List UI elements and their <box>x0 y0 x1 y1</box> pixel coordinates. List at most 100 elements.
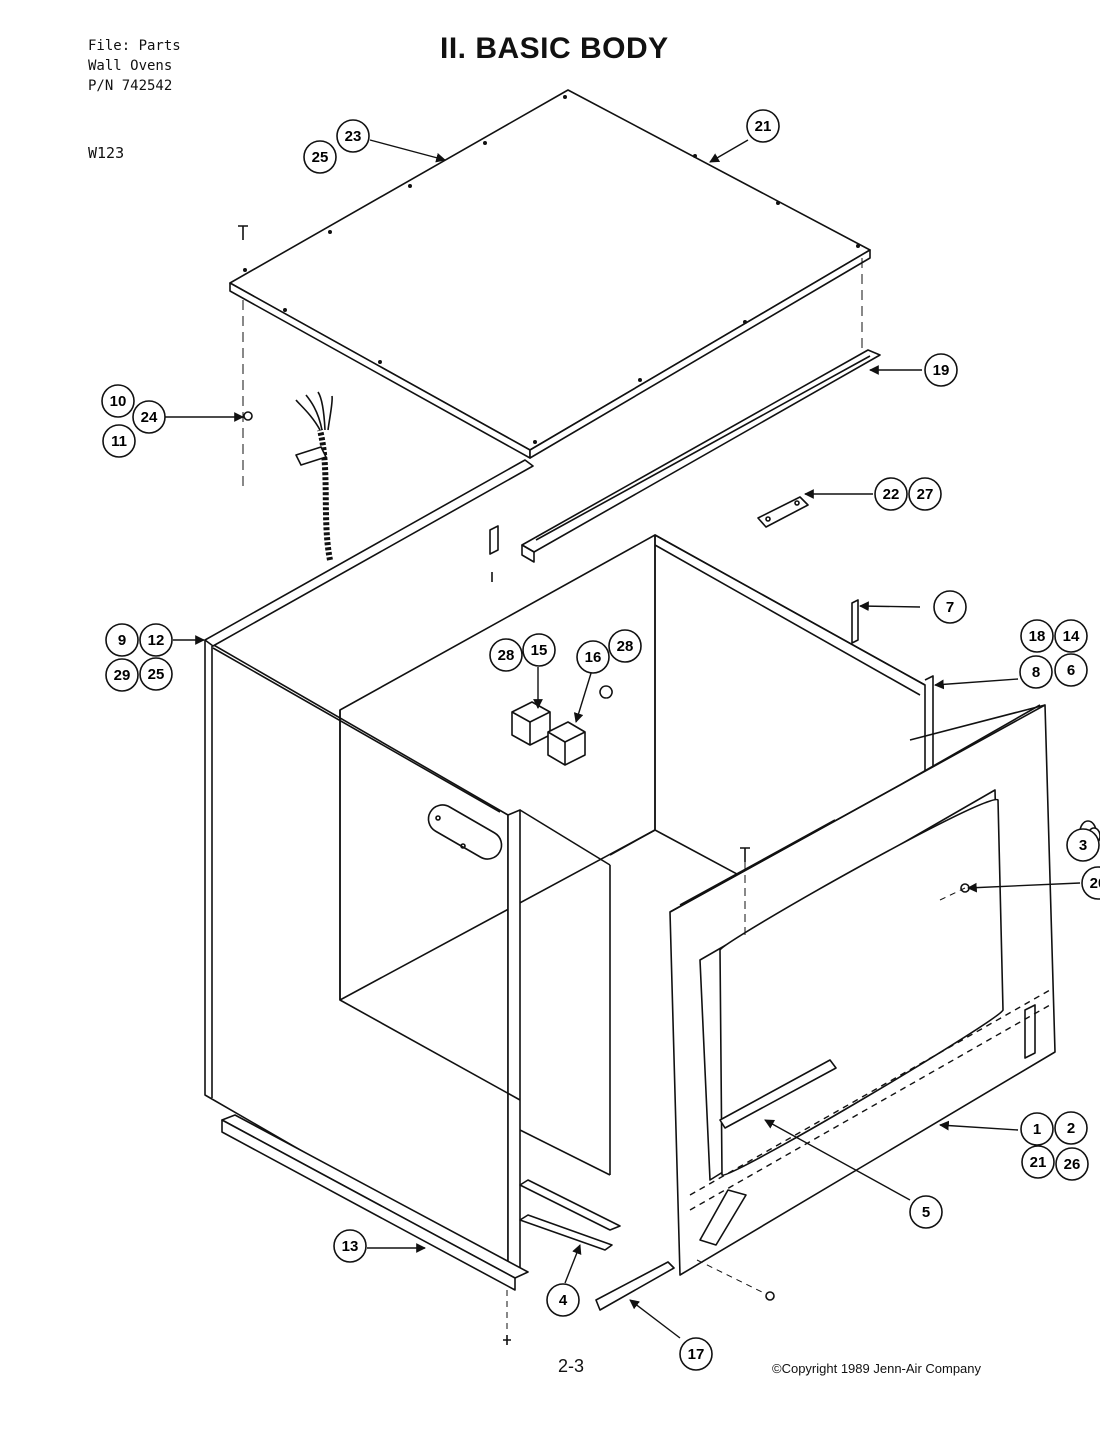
callout-3: 3 <box>1066 828 1100 862</box>
callout-16: 16 <box>576 640 610 674</box>
file-line: File: Parts <box>88 38 181 54</box>
callout-circle <box>546 1283 580 1317</box>
callout-label: 7 <box>946 599 954 616</box>
copyright-notice: ©Copyright 1989 Jenn-Air Company <box>772 1361 982 1376</box>
callout-9: 9 <box>105 623 139 657</box>
bracket <box>757 496 809 528</box>
callout-6: 6 <box>1054 653 1088 687</box>
page-number: 2-3 <box>558 1356 585 1376</box>
callout-label: 15 <box>531 642 548 659</box>
callout-circle <box>576 640 610 674</box>
callout-21: 21 <box>1021 1145 1055 1179</box>
callout-label: 17 <box>688 1346 705 1363</box>
callout-label: 28 <box>498 647 515 664</box>
callout-28: 28 <box>608 629 642 663</box>
callout-29: 29 <box>105 658 139 692</box>
model-number: W123 <box>88 144 125 162</box>
callout-circle <box>908 477 942 511</box>
callout-circle <box>303 140 337 174</box>
callout-label: 2 <box>1067 1120 1075 1137</box>
callout-label: 28 <box>617 638 634 655</box>
callout-circle <box>132 400 166 434</box>
callout-label: 26 <box>1064 1156 1081 1173</box>
callout-circle <box>1054 653 1088 687</box>
top-screw <box>238 225 248 240</box>
callout-25: 25 <box>139 657 173 691</box>
callout-18: 18 <box>1020 619 1054 653</box>
product-line: Wall Ovens <box>88 58 173 74</box>
callout-label: 22 <box>883 486 900 503</box>
callout-label: 29 <box>114 667 131 684</box>
callout-24: 24 <box>132 400 166 434</box>
leader-lines <box>165 139 1086 1339</box>
callout-label: 14 <box>1063 628 1080 645</box>
callout-1: 1 <box>1020 1112 1054 1146</box>
callout-23: 23 <box>336 119 370 153</box>
callout-7: 7 <box>933 590 967 624</box>
callout-label: 18 <box>1029 628 1046 645</box>
callout-label: 21 <box>1030 1154 1047 1171</box>
callout-circle <box>105 658 139 692</box>
callout-circle <box>874 477 908 511</box>
callout-label: 16 <box>585 649 602 666</box>
callout-circle <box>933 590 967 624</box>
callout-circle <box>746 109 780 143</box>
callout-label: 5 <box>922 1204 930 1221</box>
callout-circle <box>101 384 135 418</box>
callout-circle <box>924 353 958 387</box>
callout-label: 10 <box>110 393 127 410</box>
callout-circle <box>1055 1147 1089 1181</box>
part-number-line: P/N 742542 <box>88 78 173 94</box>
callout-label: 3 <box>1079 837 1087 854</box>
page-title: II. BASIC BODY <box>440 32 669 65</box>
bottom-rails <box>221 1059 837 1311</box>
callout-label: 8 <box>1032 664 1040 681</box>
callout-label: 24 <box>141 409 158 426</box>
callout-label: 25 <box>312 149 329 166</box>
callout-circle <box>102 424 136 458</box>
callout-19: 19 <box>924 353 958 387</box>
callout-10: 10 <box>101 384 135 418</box>
callout-12: 12 <box>139 623 173 657</box>
callout-circle <box>1081 866 1100 900</box>
callout-label: 27 <box>917 486 934 503</box>
fastener <box>243 411 253 421</box>
callout-circle <box>1020 619 1054 653</box>
callout-8: 8 <box>1019 655 1053 689</box>
callout-label: 21 <box>755 118 772 135</box>
callout-circle <box>105 623 139 657</box>
callout-circle <box>1020 1112 1054 1146</box>
callout-label: 19 <box>933 362 950 379</box>
callout-circle <box>1019 655 1053 689</box>
callout-circle <box>679 1337 713 1371</box>
callout-14: 14 <box>1054 619 1088 653</box>
callout-label: 11 <box>111 433 127 450</box>
callout-13: 13 <box>333 1229 367 1263</box>
callout-circle <box>1054 1111 1088 1145</box>
callout-4: 4 <box>546 1283 580 1317</box>
callout-circle <box>1021 1145 1055 1179</box>
callout-circle <box>608 629 642 663</box>
callout-circle <box>522 633 556 667</box>
callout-label: 25 <box>148 666 165 683</box>
top-panel <box>229 89 871 459</box>
callout-2: 2 <box>1054 1111 1088 1145</box>
callout-5: 5 <box>909 1195 943 1229</box>
callout-21: 21 <box>746 109 780 143</box>
callout-label: 9 <box>118 632 126 649</box>
callout-15: 15 <box>522 633 556 667</box>
callout-circle <box>1054 619 1088 653</box>
callout-label: 13 <box>342 1238 359 1255</box>
callout-circle <box>1066 828 1100 862</box>
callout-27: 27 <box>908 477 942 511</box>
callout-label: 12 <box>148 632 165 649</box>
callout-label: 20 <box>1090 875 1100 892</box>
callout-label: 23 <box>345 128 362 145</box>
callout-circle <box>139 623 173 657</box>
callout-circle <box>909 1195 943 1229</box>
callout-25: 25 <box>303 140 337 174</box>
callout-26: 26 <box>1055 1147 1089 1181</box>
document-header: File: Parts Wall Ovens P/N 742542 <box>88 36 181 96</box>
